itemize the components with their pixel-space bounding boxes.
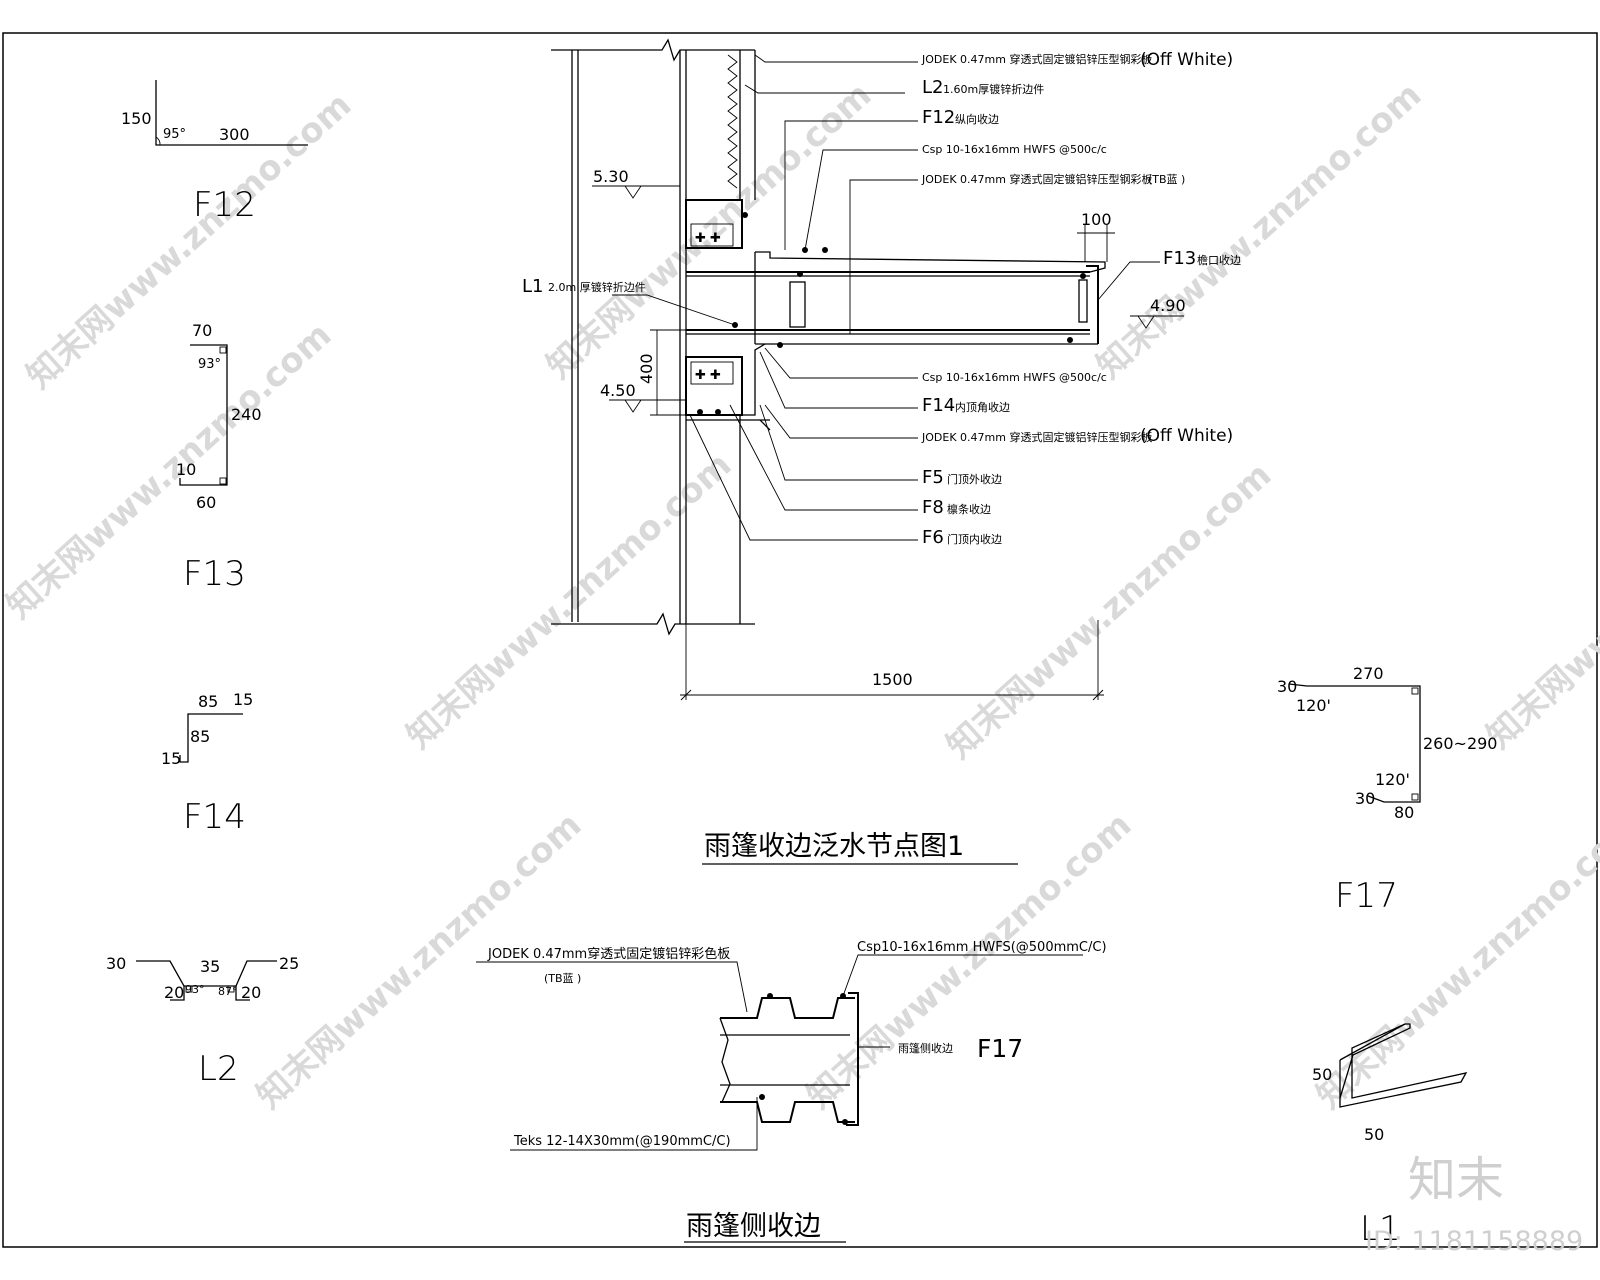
- callout-text: Csp 10-16x16mm HWFS @500c/c: [922, 143, 1107, 156]
- callout-text: Teks 12-14X30mm(@190mmC/C): [513, 1134, 731, 1149]
- callout-text: JODEK 0.47mm 穿透式固定镀铝锌压型钢彩板: [921, 52, 1152, 66]
- dim-label: 30: [1277, 677, 1297, 696]
- dim-label: 30: [1355, 789, 1375, 808]
- callout-code: F6: [922, 527, 944, 548]
- side-section-drawing: JODEK 0.47mm穿透式固定镀铝锌彩色板 (TB蓝 ) Csp10-16x…: [476, 940, 1107, 1243]
- dim-label: 50: [1312, 1065, 1332, 1084]
- callout-text: 雨篷侧收边: [898, 1041, 953, 1055]
- dim-label: 50: [1364, 1125, 1384, 1144]
- callout-code: F12: [922, 107, 955, 128]
- callout-note: (Off White): [1140, 426, 1233, 446]
- brand-logo: 知末: [1408, 1152, 1504, 1208]
- detail-label: F17: [1335, 876, 1398, 916]
- bolt-symbol: ✚ ✚: [695, 368, 721, 383]
- detail-label: F13: [183, 554, 246, 594]
- callout-text: Csp 10-16x16mm HWFS @500c/c: [922, 371, 1107, 384]
- dim-label: 1500: [872, 670, 913, 689]
- watermark-text: 知末网www.znzmo.com: [939, 455, 1279, 767]
- detail-label: F14: [183, 797, 246, 837]
- watermark-text: 知末网www.znzmo.com: [1089, 75, 1429, 387]
- callout-text: Csp10-16x16mm HWFS(@500mmC/C): [857, 940, 1107, 955]
- callout-note: (Off White): [1140, 50, 1233, 70]
- dim-label: 300: [219, 125, 250, 144]
- callout-code: F17: [977, 1034, 1023, 1063]
- callout-code: F5: [922, 467, 944, 488]
- watermark-text: 知末网www.znzmo.com: [399, 445, 739, 757]
- detail-label: L1: [1360, 1209, 1401, 1249]
- callout-note: (TB蓝 ): [1148, 173, 1185, 186]
- callout-text: 门顶外收边: [947, 472, 1002, 486]
- dim-label: 85: [198, 692, 218, 711]
- dim-label: 35: [200, 957, 220, 976]
- dim-label: 400: [637, 353, 656, 384]
- dim-label: 100: [1081, 210, 1112, 229]
- callout-text: 纵向收边: [955, 112, 999, 126]
- callout-code: L1: [522, 276, 543, 297]
- callout-note: (TB蓝 ): [544, 972, 581, 985]
- watermark-text: 知末网www.znzmo.com: [1479, 445, 1600, 757]
- detail-l2: 30 35 25 20 20 93° 87° L2: [106, 954, 299, 1089]
- dim-label: 270: [1353, 664, 1384, 683]
- dim-label: 15: [161, 749, 181, 768]
- image-id: ID: 1181158889: [1365, 1226, 1583, 1257]
- callout-text: JODEK 0.47mm 穿透式固定镀铝锌压型钢彩板: [921, 172, 1152, 186]
- angle-label: 87°: [218, 985, 238, 998]
- main-section-drawing: ✚ ✚ ✚ ✚ 5.30 4.90: [522, 38, 1241, 865]
- watermark-text: 知末网www.znzmo.com: [1309, 805, 1600, 1117]
- level-label: 4.50: [600, 381, 636, 400]
- callout-text: 门顶内收边: [947, 532, 1002, 546]
- detail-f13: 70 93° 240 10 60 F13: [176, 321, 262, 594]
- dim-label: 70: [192, 321, 212, 340]
- level-label: 5.30: [593, 167, 629, 186]
- side-section-title: 雨篷侧收边: [686, 1211, 821, 1242]
- callout-code: L2: [922, 77, 943, 98]
- callout-text: 1.60m厚镀锌折边件: [943, 82, 1044, 96]
- dim-label: 10: [176, 460, 196, 479]
- dim-label: 150: [121, 109, 152, 128]
- main-section-title: 雨篷收边泛水节点图1: [704, 831, 964, 862]
- dim-label: 30: [106, 954, 126, 973]
- angle-label: 120': [1375, 770, 1410, 789]
- detail-label: F12: [193, 185, 256, 225]
- callout-text: 檐口收边: [1197, 253, 1241, 267]
- callout-code: F13: [1163, 248, 1196, 269]
- detail-f17: 270 30 120' 260~290 120' 30 80 F17: [1277, 664, 1497, 916]
- dim-label: 25: [279, 954, 299, 973]
- angle-label: 93°: [198, 357, 221, 372]
- angle-label: 93°: [185, 983, 205, 996]
- detail-l1: 50 50 L1: [1312, 1023, 1468, 1249]
- detail-f12: 150 95° 300 F12: [121, 80, 308, 225]
- dim-label: 20: [164, 983, 184, 1002]
- callout-code: F14: [922, 395, 955, 416]
- detail-f14: 85 15 85 15 F14: [161, 690, 253, 837]
- angle-label: 95°: [163, 127, 186, 142]
- angle-label: 120': [1296, 696, 1331, 715]
- watermark-layer: 知末网www.znzmo.com 知末网www.znzmo.com 知末网www…: [0, 75, 1600, 1117]
- callout-text: 2.0m 厚镀锌折边件: [548, 280, 646, 294]
- callout-code: F8: [922, 497, 944, 518]
- dim-label: 20: [241, 983, 261, 1002]
- sheet-border: [2, 32, 1598, 1248]
- bolt-symbol: ✚ ✚: [695, 231, 721, 246]
- level-label: 4.90: [1150, 296, 1186, 315]
- dim-label: 80: [1394, 803, 1414, 822]
- dim-label: 85: [190, 727, 210, 746]
- dim-label: 260~290: [1423, 734, 1497, 753]
- callout-text: 檩条收边: [947, 502, 991, 516]
- brand-watermark: 知末 ID: 1181158889: [1365, 1152, 1583, 1257]
- callout-text: JODEK 0.47mm 穿透式固定镀铝锌压型钢彩板: [921, 430, 1152, 444]
- dim-label: 240: [231, 405, 262, 424]
- callout-text: 内顶角收边: [955, 400, 1010, 414]
- detail-label: L2: [198, 1049, 239, 1089]
- dim-label: 15: [233, 690, 253, 709]
- callout-text: JODEK 0.47mm穿透式固定镀铝锌彩色板: [487, 946, 730, 962]
- dim-label: 60: [196, 493, 216, 512]
